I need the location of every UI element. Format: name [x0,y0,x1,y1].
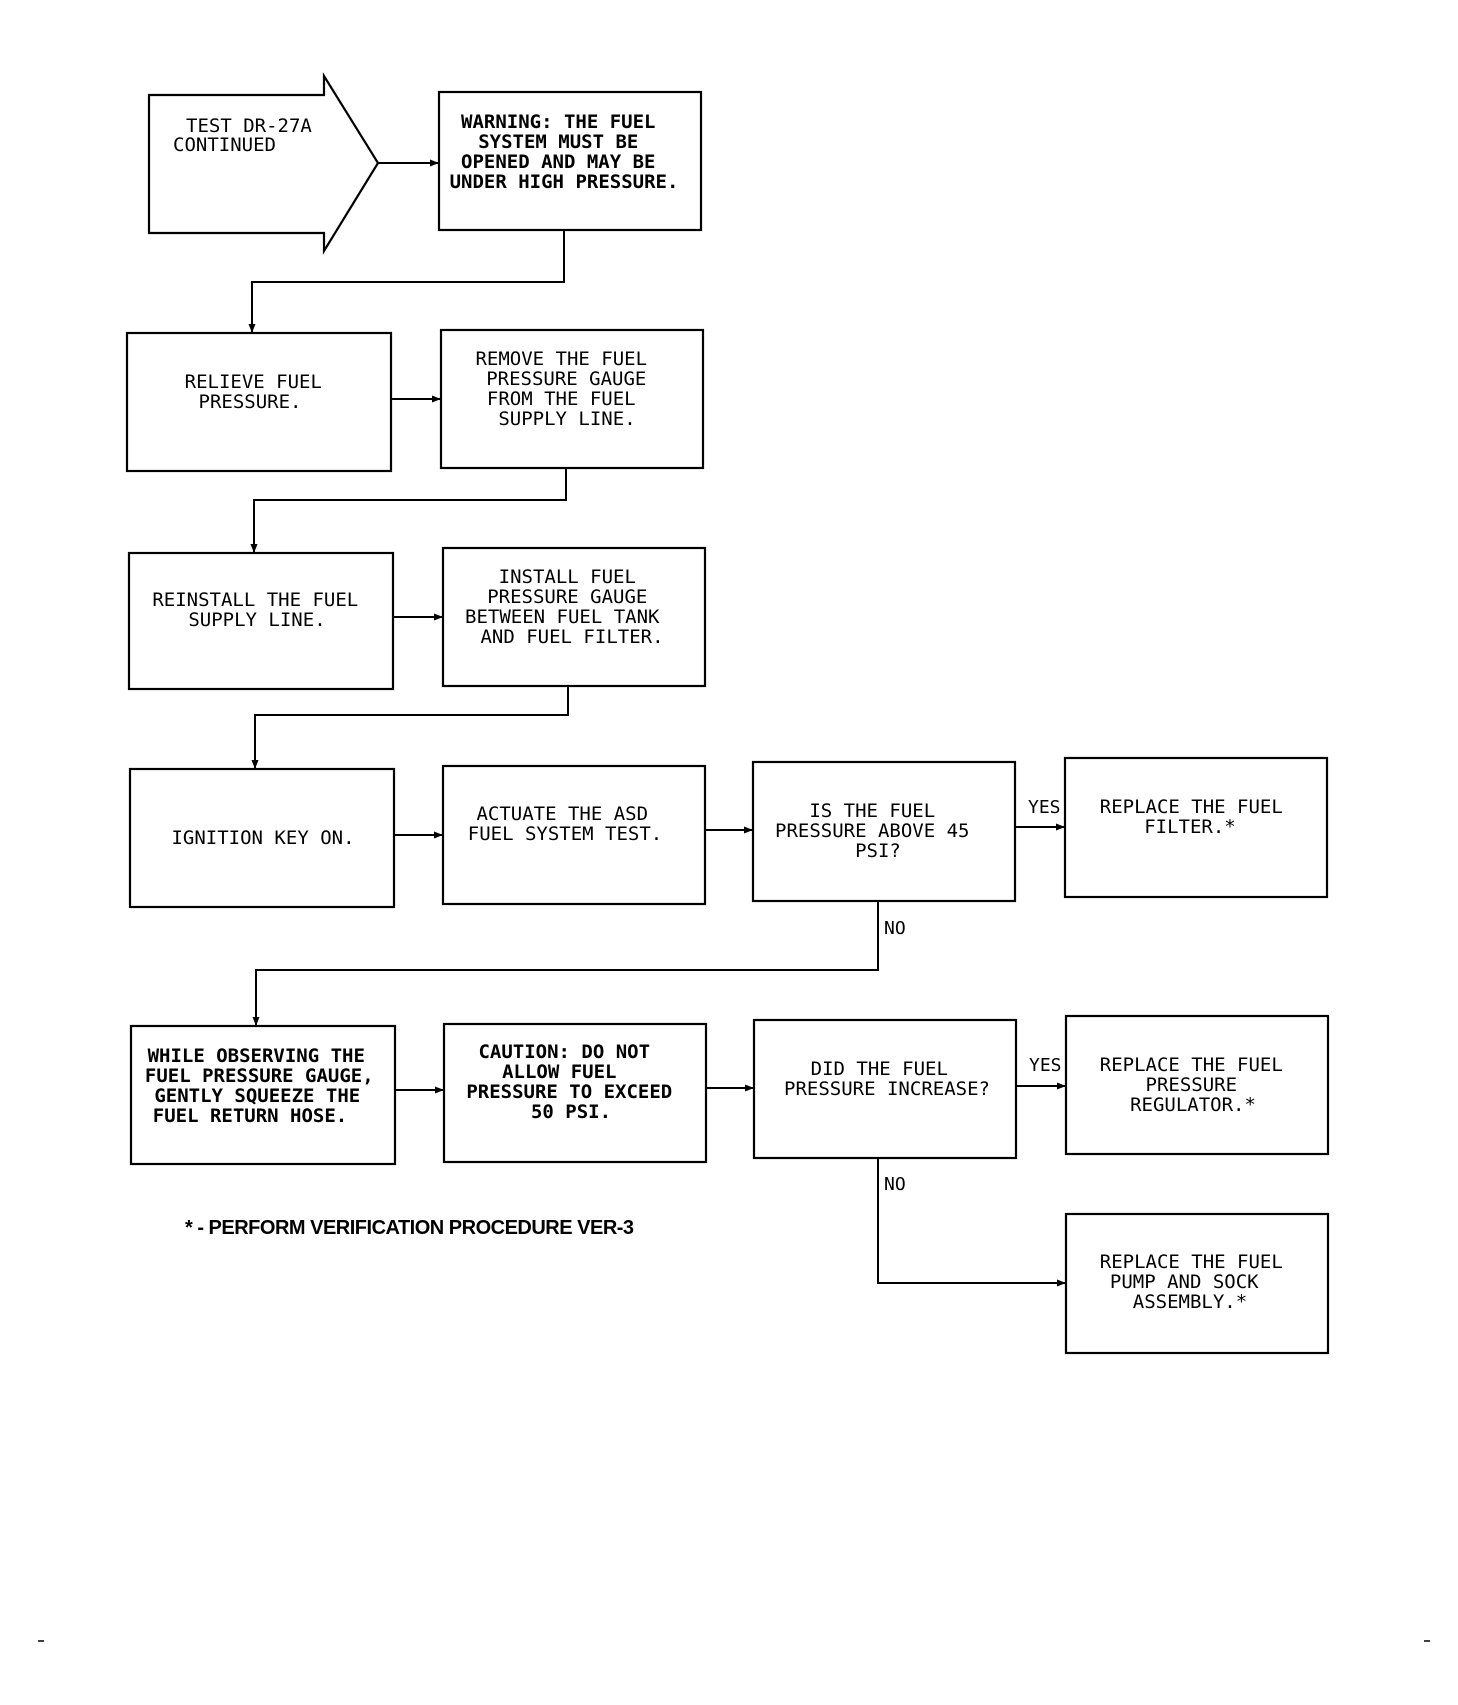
question-pressure-increase-box [752,1018,1018,1160]
install-gauge-text: INSTALL FUEL PRESSURE GAUGE BETWEEN FUEL… [465,566,671,648]
remove-gauge-text: REMOVE THE FUEL PRESSURE GAUGE FROM THE … [475,348,658,430]
relieve-pressure-text: RELIEVE FUEL PRESSURE. [185,371,334,413]
question-pressure-increase-text: DID THE FUEL PRESSURE INCREASE? [784,1058,990,1100]
replace-pump-box [1064,1212,1330,1355]
relieve-pressure-box [125,331,393,473]
warning-box [437,90,703,232]
no-label-2: NO [884,1174,906,1195]
start-label: TEST DR-27A CONTINUED [173,115,323,156]
actuate-text: ACTUATE THE ASD FUEL SYSTEM TEST. [468,803,662,845]
connector-remove-to-reinstall [250,468,567,553]
replace-filter-box [1063,756,1329,899]
replace-filter-text: REPLACE THE FUEL FILTER.* [1100,796,1294,838]
replace-regulator-text: REPLACE THE FUEL PRESSURE REGULATOR.* [1100,1054,1294,1116]
connector-question2-no [877,1158,1066,1287]
reinstall-box [127,551,395,691]
caution-box [442,1022,708,1164]
ignition-text: IGNITION KEY ON. [171,827,354,849]
connector-question1-no [252,901,879,1026]
yes-label-1: YES [1028,797,1061,818]
replace-pump-text: REPLACE THE FUEL PUMP AND SOCK ASSEMBLY.… [1100,1251,1294,1313]
actuate-box [441,764,707,906]
remove-gauge-box [439,328,705,470]
caution-text: CAUTION: DO NOT ALLOW FUEL PRESSURE TO E… [466,1041,683,1123]
question-pressure-above-45-box [751,760,1017,903]
connector-warning-to-relieve [248,230,565,333]
no-label-1: NO [884,918,906,939]
observe-gauge-text: WHILE OBSERVING THE FUEL PRESSURE GAUGE,… [145,1045,385,1127]
connector-install-to-ignition [251,686,569,769]
reinstall-text: REINSTALL THE FUEL SUPPLY LINE. [152,589,369,631]
question-pressure-above-45-text: IS THE FUEL PRESSURE ABOVE 45 PSI? [775,800,981,862]
observe-gauge-box [129,1024,397,1166]
ignition-box [128,767,396,909]
warning-text: WARNING: THE FUEL SYSTEM MUST BE OPENED … [450,111,679,193]
yes-label-2: YES [1029,1055,1062,1076]
footnote: * - PERFORM VERIFICATION PROCEDURE VER-3 [185,1217,634,1239]
start-arrow-shape [147,72,380,255]
